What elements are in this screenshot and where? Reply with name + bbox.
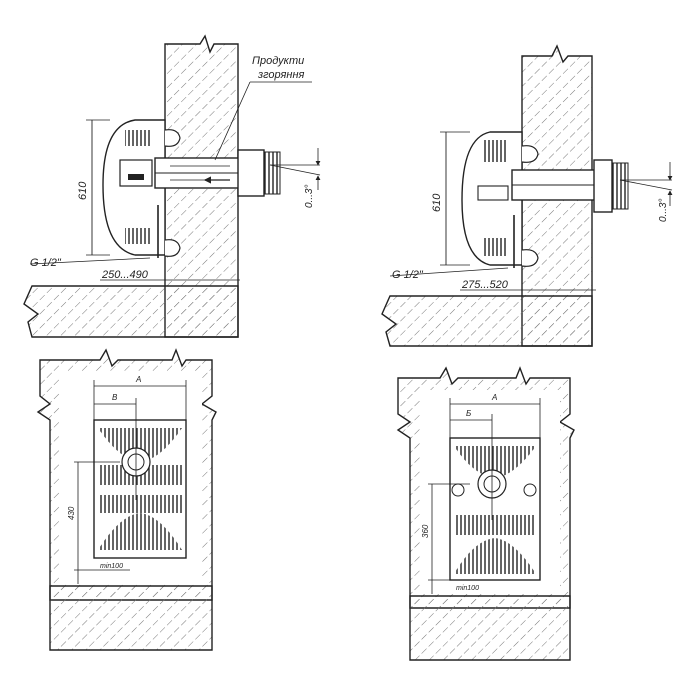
heater-grille-bottom-right: [482, 238, 506, 256]
heater-panel-left: [119, 159, 153, 187]
flue-terminal-right: [593, 159, 613, 213]
label-range-right: 275...520: [461, 279, 509, 291]
label-min-left: min100: [100, 563, 123, 570]
label-b-left: B: [112, 393, 118, 402]
heater-body-left: [102, 119, 166, 256]
label-slope-right: 0...3°: [658, 199, 669, 222]
label-430: 430: [67, 506, 76, 520]
floor-right: [381, 295, 593, 347]
label-range-left: 250...490: [101, 269, 149, 281]
label-360: 360: [421, 524, 430, 538]
label-a-left: A: [135, 375, 141, 384]
label-combustion-line1: Продукти: [252, 55, 304, 67]
label-thread-left: G 1/2": [30, 257, 62, 269]
label-slope-left: 0...3°: [304, 185, 315, 208]
floor-front-right: [409, 595, 571, 661]
label-b-right: Б: [466, 409, 471, 418]
front-view-right: A Б 360 min100: [396, 366, 575, 661]
floor-front-left: [49, 585, 213, 651]
heater-grille-top-left: [125, 130, 151, 146]
side-view-left: Продукти згоряння 610 G 1/2" 250...490 0…: [23, 34, 321, 338]
label-height-left: 610: [77, 181, 89, 200]
heater-grille-bottom-left: [125, 228, 151, 244]
front-view-left: A B 430 min100: [36, 348, 217, 651]
label-a-right: A: [491, 393, 497, 402]
heater-grille-top-right: [482, 140, 506, 162]
label-thread-right: G 1/2": [392, 269, 424, 281]
floor-left: [23, 285, 239, 338]
flue-terminal-left: [237, 149, 265, 197]
label-height-right: 610: [431, 193, 443, 212]
label-min-right: min100: [456, 585, 479, 592]
side-view-right: 610 G 1/2" 275...520 0...3°: [381, 44, 673, 347]
label-combustion-line2: згоряння: [257, 69, 305, 81]
